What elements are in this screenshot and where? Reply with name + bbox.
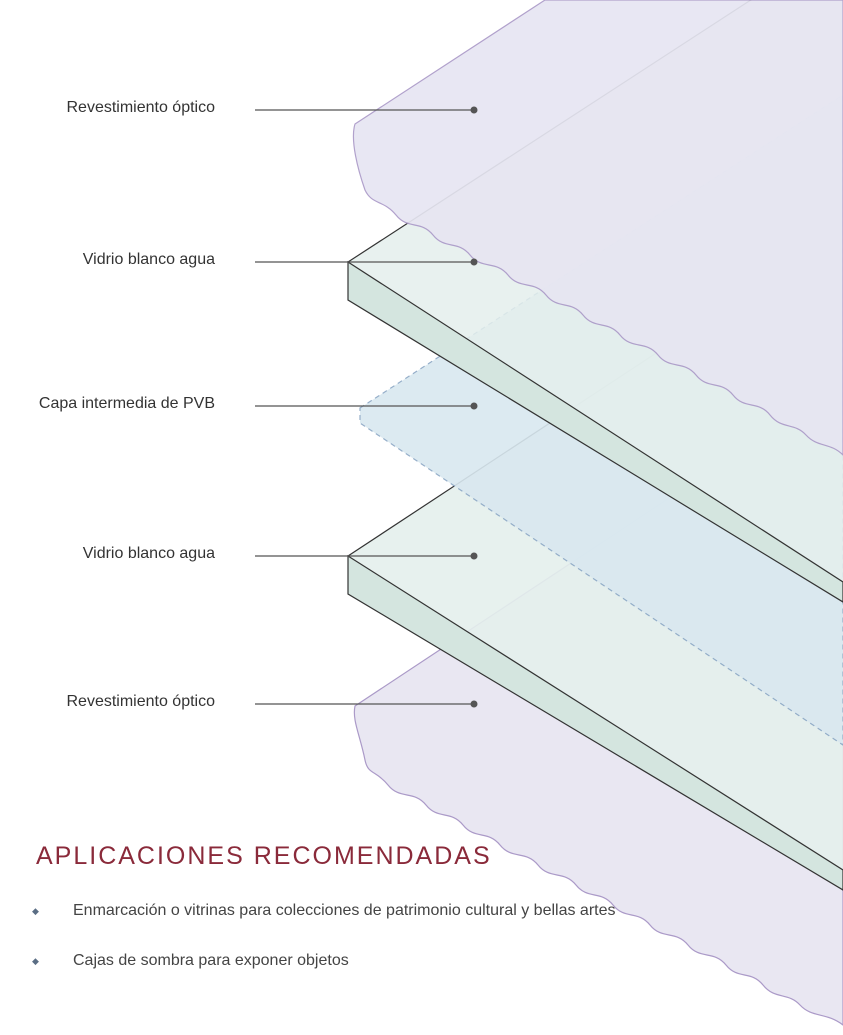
layer-label-glass-bottom: Vidrio blanco agua <box>82 545 215 562</box>
list-item-text: Cajas de sombra para exponer objetos <box>73 952 349 969</box>
layer-label-pvb-interlayer: Capa intermedia de PVB <box>38 395 215 412</box>
layer-label-optical-coating-top: Revestimiento óptico <box>66 99 215 116</box>
glass-layer-bottom-edge <box>347 554 843 891</box>
list-item: ◆ Cajas de sombra para exponer objetos <box>32 946 656 976</box>
applications-list: ◆ Enmarcación o vitrinas para coleccione… <box>32 896 656 996</box>
leader-line-1 <box>255 106 478 114</box>
leader-line-3 <box>255 402 478 410</box>
diamond-bullet-icon: ◆ <box>32 956 39 966</box>
leader-line-2 <box>255 258 478 266</box>
leader-line-4 <box>255 552 478 560</box>
section-heading: APLICACIONES RECOMENDADAS <box>36 842 492 870</box>
layer-label-glass-top: Vidrio blanco agua <box>82 251 215 268</box>
layer-label-optical-coating-bottom: Revestimiento óptico <box>66 693 215 710</box>
glass-layer-top-edge <box>347 260 843 603</box>
optical-coating-layer-top <box>352 0 843 456</box>
list-item-text: Enmarcación o vitrinas para colecciones … <box>73 902 616 919</box>
diamond-bullet-icon: ◆ <box>32 906 39 916</box>
list-item: ◆ Enmarcación o vitrinas para coleccione… <box>32 896 656 926</box>
leader-line-5 <box>255 700 478 708</box>
